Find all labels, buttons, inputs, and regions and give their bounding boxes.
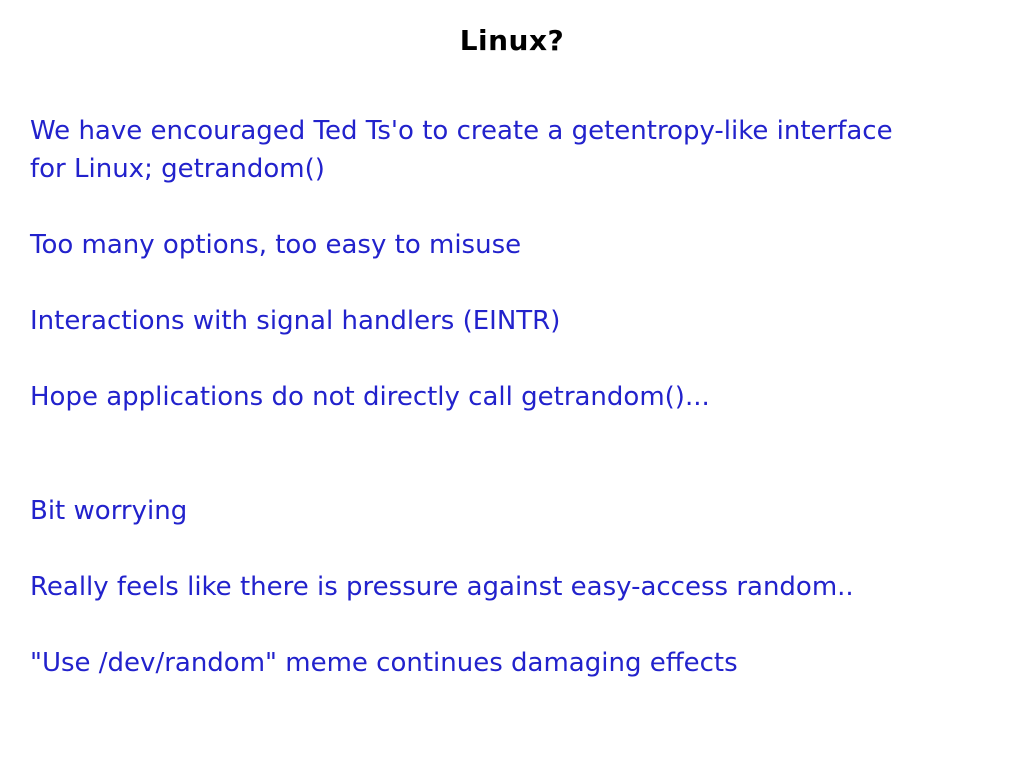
slide-paragraph: Too many options, too easy to misuse [30,230,522,260]
slide-paragraph: Interactions with signal handlers (EINTR… [30,306,561,336]
slide-paragraph: Bit worrying [30,496,188,526]
slide-title: Linux? [459,24,565,57]
slide-paragraph: Hope applications do not directly call g… [30,382,710,412]
slide-paragraph: "Use /dev/random" meme continues damagin… [30,648,738,678]
slide-paragraph: We have encouraged Ted Ts'o to create a … [30,116,893,184]
slide-paragraph: Really feels like there is pressure agai… [30,572,854,602]
slide-body: We have encouraged Ted Ts'o to create a … [0,112,1024,682]
